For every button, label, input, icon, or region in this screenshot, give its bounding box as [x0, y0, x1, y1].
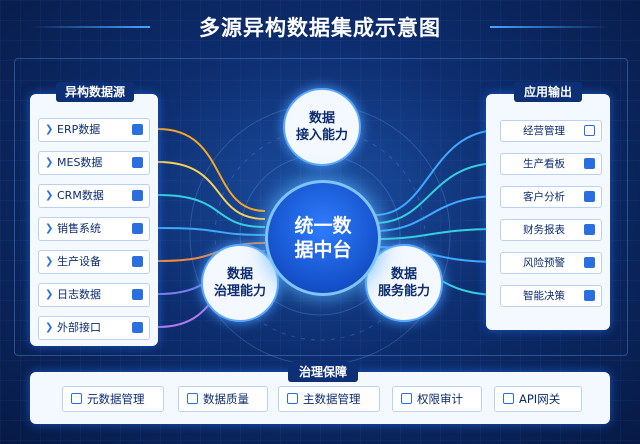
chat-icon [584, 224, 595, 235]
table-icon [187, 393, 198, 404]
source-item-label: MES数据 [57, 156, 103, 169]
source-item-mes[interactable]: ❯ MES数据 [38, 151, 150, 175]
output-item-label: 财务报表 [523, 224, 565, 236]
sources-panel-title: 异构数据源 [56, 82, 134, 102]
source-flow-line [157, 161, 266, 220]
governance-item-audit[interactable]: 权限审计 [392, 386, 482, 412]
governance-panel: 治理保障 元数据管理 数据质量 主数据管理 权限审计 API网关 [30, 362, 610, 424]
output-item-smart-decision[interactable]: 智能决策 [500, 285, 602, 307]
source-item-label: ERP数据 [57, 123, 101, 136]
globe-icon [503, 393, 514, 404]
users-icon [287, 393, 298, 404]
chevron-down-icon [584, 125, 595, 136]
user-icon [584, 191, 595, 202]
grid-icon [584, 290, 595, 301]
clipboard-icon [584, 158, 595, 169]
governance-panel-title: 治理保障 [288, 362, 358, 382]
output-item-label: 客户分析 [523, 191, 565, 203]
chevron-right-icon: ❯ [45, 190, 54, 201]
source-item-label: 销售系统 [57, 222, 101, 235]
page-title: 多源异构数据集成示意图 [199, 16, 441, 40]
capability-governance-line2: 治理能力 [213, 284, 266, 299]
chevron-right-icon: ❯ [45, 256, 54, 267]
capability-access-line1: 数据 [308, 111, 335, 126]
source-item-equipment[interactable]: ❯ 生产设备 [38, 250, 150, 274]
sources-panel: 异构数据源 ❯ ERP数据 ❯ MES数据 ❯ CRM数据 ❯ 销售系统 ❯ 生… [30, 82, 158, 346]
capability-service-line1: 数据 [390, 267, 417, 282]
governance-item-label: API网关 [519, 392, 561, 406]
layers-icon [132, 124, 143, 135]
inbox-icon [132, 289, 143, 300]
clipboard-icon [132, 223, 143, 234]
user-icon [584, 257, 595, 268]
source-item-sales[interactable]: ❯ 销售系统 [38, 217, 150, 241]
governance-item-label: 主数据管理 [303, 392, 361, 406]
gear-icon [132, 322, 143, 333]
capability-governance-line1: 数据 [226, 267, 253, 282]
chevron-right-icon: ❯ [45, 157, 54, 168]
source-flow-line [157, 128, 266, 212]
governance-item-label: 数据质量 [203, 392, 249, 406]
output-item-label: 风险预警 [523, 257, 565, 269]
capability-access-node[interactable]: 数据 接入能力 [283, 88, 361, 166]
output-flow-line [374, 228, 501, 240]
output-item-business-mgmt[interactable]: 经营管理 [500, 120, 602, 142]
source-item-logs[interactable]: ❯ 日志数据 [38, 283, 150, 307]
governance-item-metadata[interactable]: 元数据管理 [62, 386, 164, 412]
output-item-label: 智能决策 [523, 290, 565, 302]
capability-service-node[interactable]: 数据 服务能力 [365, 244, 443, 322]
governance-item-label: 元数据管理 [87, 392, 145, 406]
source-flow-line [157, 227, 266, 236]
output-flow-line [374, 195, 501, 232]
device-icon [132, 256, 143, 267]
book-icon [71, 393, 82, 404]
cube-icon [132, 157, 143, 168]
title-decoration-left [30, 26, 150, 28]
source-item-label: 日志数据 [57, 288, 101, 301]
governance-item-quality[interactable]: 数据质量 [178, 386, 268, 412]
output-item-label: 经营管理 [523, 125, 565, 137]
document-icon [132, 190, 143, 201]
source-item-label: CRM数据 [57, 189, 104, 202]
governance-item-api-gateway[interactable]: API网关 [494, 386, 582, 412]
source-item-label: 外部接口 [57, 321, 101, 334]
outputs-panel: 应用输出 经营管理 生产看板 客户分析 财务报表 风险预警 智能决策 [486, 82, 610, 330]
output-item-finance-report[interactable]: 财务报表 [500, 219, 602, 241]
governance-item-master-data[interactable]: 主数据管理 [278, 386, 380, 412]
output-item-customer-analysis[interactable]: 客户分析 [500, 186, 602, 208]
output-item-label: 生产看板 [523, 158, 565, 170]
capability-access-line2: 接入能力 [295, 128, 348, 143]
chevron-right-icon: ❯ [45, 223, 54, 234]
diagram-frame [14, 58, 628, 356]
source-flow-line [157, 194, 266, 228]
output-item-risk-warning[interactable]: 风险预警 [500, 252, 602, 274]
output-flow-line [374, 162, 501, 224]
chevron-right-icon: ❯ [45, 322, 54, 333]
core-data-platform-node[interactable]: 统一数 据中台 [265, 180, 381, 296]
governance-item-label: 权限审计 [417, 392, 463, 406]
outputs-panel-title: 应用输出 [514, 82, 582, 102]
chevron-right-icon: ❯ [45, 124, 54, 135]
source-item-erp[interactable]: ❯ ERP数据 [38, 118, 150, 142]
source-item-label: 生产设备 [57, 255, 101, 268]
core-line1: 统一数 [294, 215, 352, 237]
core-line2: 据中台 [294, 239, 352, 261]
shield-icon [401, 393, 412, 404]
source-item-external-api[interactable]: ❯ 外部接口 [38, 316, 150, 340]
chevron-right-icon: ❯ [45, 289, 54, 300]
capability-service-line2: 服务能力 [377, 284, 430, 299]
source-item-crm[interactable]: ❯ CRM数据 [38, 184, 150, 208]
output-item-production-board[interactable]: 生产看板 [500, 153, 602, 175]
capability-governance-node[interactable]: 数据 治理能力 [201, 244, 279, 322]
output-flow-line [374, 129, 501, 216]
